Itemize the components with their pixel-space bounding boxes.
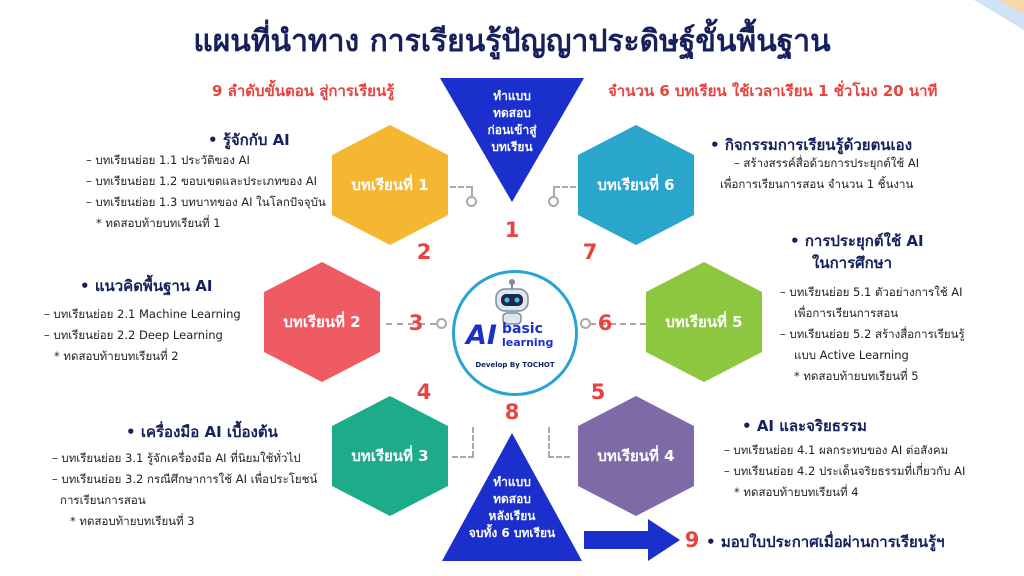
lesson-5-heading: • การประยุกต์ใช้ AI ในการศึกษา bbox=[790, 232, 924, 272]
step-5: 5 bbox=[590, 380, 606, 404]
lesson-3-hexagon[interactable]: บทเรียนที่ 3 bbox=[332, 396, 448, 516]
pretest-text: ทำแบบทดสอบก่อนเข้าสู่บทเรียน bbox=[487, 89, 537, 154]
step-7: 7 bbox=[582, 240, 598, 264]
connector-dot-1 bbox=[466, 196, 477, 207]
lesson-4-hexagon[interactable]: บทเรียนที่ 4 bbox=[578, 396, 694, 516]
connector-6 bbox=[554, 186, 576, 188]
lesson-1-items: – บทเรียนย่อย 1.1 ประวัติของ AI – บทเรีย… bbox=[86, 153, 326, 230]
step-6: 6 bbox=[597, 311, 613, 335]
step-1: 1 bbox=[504, 218, 520, 242]
lesson-5-items: – บทเรียนย่อย 5.1 ตัวอย่างการใช้ AI เพื่… bbox=[780, 285, 965, 383]
logo-developer: Develop By TOCHOT bbox=[475, 361, 555, 369]
connector-4 bbox=[548, 456, 570, 458]
lesson-2-hexagon[interactable]: บทเรียนที่ 2 bbox=[264, 262, 380, 382]
step-3: 3 bbox=[408, 311, 424, 335]
logo-ai: AI bbox=[466, 320, 497, 351]
pretest-triangle[interactable] bbox=[440, 78, 584, 202]
connector-2 bbox=[386, 323, 436, 325]
lesson-4-heading: • AI และจริยธรรม bbox=[742, 417, 867, 435]
corner-decoration bbox=[974, 0, 1024, 30]
lesson-4-items: – บทเรียนย่อย 4.1 ผลกระทบของ AI ต่อสังคม… bbox=[724, 443, 966, 499]
lesson-2-items: – บทเรียนย่อย 2.1 Machine Learning – บทเ… bbox=[44, 307, 241, 363]
logo-basic: basic bbox=[502, 321, 543, 337]
lesson-6-hexagon[interactable]: บทเรียนที่ 6 bbox=[578, 125, 694, 245]
lesson-3-heading: • เครื่องมือ AI เบื้องต้น bbox=[126, 423, 278, 441]
lesson-6-items: – สร้างสรรค์สื่อด้วยการประยุกต์ใช้ AI เพ… bbox=[720, 156, 920, 191]
subtitle-duration: จำนวน 6 บทเรียน ใช้เวลาเรียน 1 ชั่วโมง 2… bbox=[608, 82, 938, 100]
robot-icon bbox=[495, 279, 529, 325]
connector-3 bbox=[452, 456, 474, 458]
lesson-2-heading: • แนวคิดพื้นฐาน AI bbox=[80, 277, 213, 295]
connector-dot-2 bbox=[436, 318, 447, 329]
lesson-1-hexagon[interactable]: บทเรียนที่ 1 bbox=[332, 125, 448, 245]
lesson-6-heading: • กิจกรรมการเรียนรู้ด้วยตนเอง bbox=[710, 136, 913, 154]
connector-5 bbox=[590, 323, 646, 325]
posttest-triangle[interactable] bbox=[442, 433, 582, 561]
connector-4v bbox=[548, 427, 550, 457]
logo-learning: learning bbox=[502, 336, 554, 349]
final-arrow bbox=[584, 519, 680, 561]
connector-3v bbox=[472, 427, 474, 457]
connector-dot-6 bbox=[548, 196, 559, 207]
connector-dot-5 bbox=[580, 318, 591, 329]
connector-1v bbox=[471, 186, 473, 196]
connector-1 bbox=[450, 186, 472, 188]
step-8: 8 bbox=[504, 400, 520, 424]
page-title: แผนที่นำทาง การเรียนรู้ปัญญาประดิษฐ์ขั้น… bbox=[193, 24, 831, 59]
step-9: 9 bbox=[684, 528, 700, 552]
lesson-1-heading: • รู้จักกับ AI bbox=[208, 131, 290, 149]
subtitle-steps: 9 ลำดับขั้นตอน สู่การเรียนรู้ bbox=[212, 82, 395, 100]
posttest-text: ทำแบบทดสอบหลังเรียนจบทั้ง 6 บทเรียน bbox=[468, 475, 556, 540]
step-4: 4 bbox=[416, 380, 432, 404]
connector-6v bbox=[553, 186, 555, 196]
lesson-5-hexagon[interactable]: บทเรียนที่ 5 bbox=[646, 262, 762, 382]
final-certificate: • มอบใบประกาศเมื่อผ่านการเรียนรู้ฯ bbox=[706, 533, 945, 551]
lesson-3-items: – บทเรียนย่อย 3.1 รู้จักเครื่องมือ AI ที… bbox=[52, 451, 318, 528]
step-2: 2 bbox=[416, 240, 432, 264]
